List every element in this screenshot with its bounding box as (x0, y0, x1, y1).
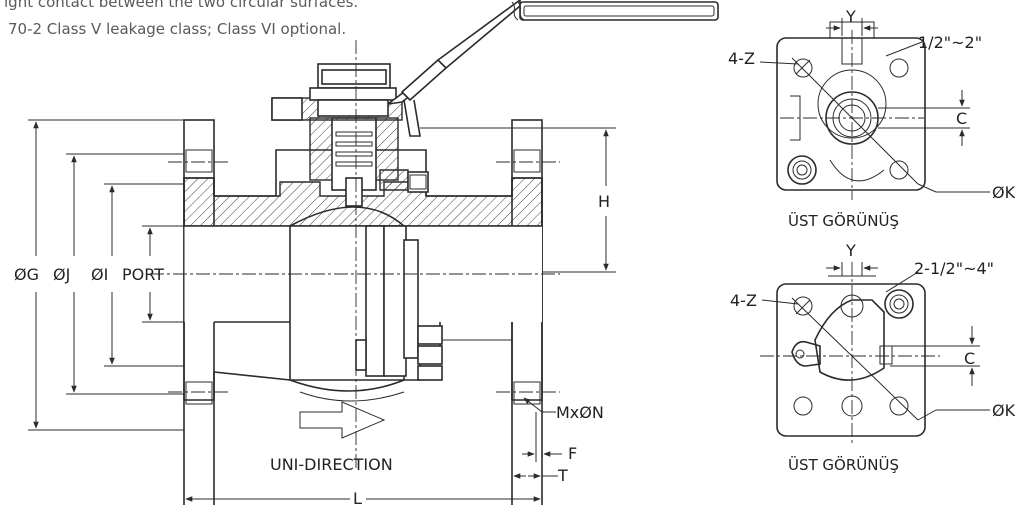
top-small-c-label: C (956, 109, 967, 128)
dim-m-label: MxØN (556, 403, 604, 422)
ball (289, 206, 405, 227)
dim-l-label: L (353, 489, 362, 505)
top-small-caption: ÜST GÖRÜNÜŞ (788, 211, 899, 230)
top-flange-large (776, 283, 926, 437)
top-large-caption: ÜST GÖRÜNÜŞ (788, 455, 899, 474)
top-large-c-label: C (964, 349, 975, 368)
top-large-k-label: ØK (992, 401, 1016, 420)
top-small-z-label: 4-Z (728, 49, 755, 68)
seat-ring (365, 225, 385, 377)
top-small-size-range: 1/2"~2" (918, 33, 982, 52)
note-text-line-2: 70-2 Class V leakage class; Class VI opt… (8, 20, 347, 38)
dim-h-label: H (598, 192, 610, 211)
top-view-large: Y 2-1/2"~4" 4-Z C ØK ÜST GÖRÜNÜŞ (730, 241, 1016, 474)
flow-direction-label: UNI-DIRECTION (270, 455, 393, 474)
dim-i-label: ØI (91, 265, 108, 284)
flow-direction-arrow (299, 401, 386, 439)
top-view-small: Y 1/2"~2" 4-Z C ØK ÜST GÖRÜNÜŞ (728, 7, 1016, 230)
dim-j-label: ØJ (53, 265, 70, 284)
dim-t-label: T (557, 466, 568, 485)
top-flange-small (776, 37, 926, 191)
top-large-size-range: 2-1/2"~4" (914, 259, 994, 278)
dim-g-label: ØG (14, 265, 39, 284)
side-view (150, 0, 719, 505)
lever-grip (519, 1, 719, 21)
dim-f-label: F (568, 444, 577, 463)
dim-port-label: PORT (122, 265, 164, 284)
note-text-line-1: ight contact between the two circular su… (4, 0, 359, 11)
top-small-y-label: Y (845, 7, 856, 26)
top-large-z-label: 4-Z (730, 291, 757, 310)
side-view-dimensions: ØG ØJ ØI PORT H MxØN F (14, 119, 616, 505)
top-small-k-label: ØK (992, 183, 1016, 202)
top-large-y-label: Y (845, 241, 856, 260)
